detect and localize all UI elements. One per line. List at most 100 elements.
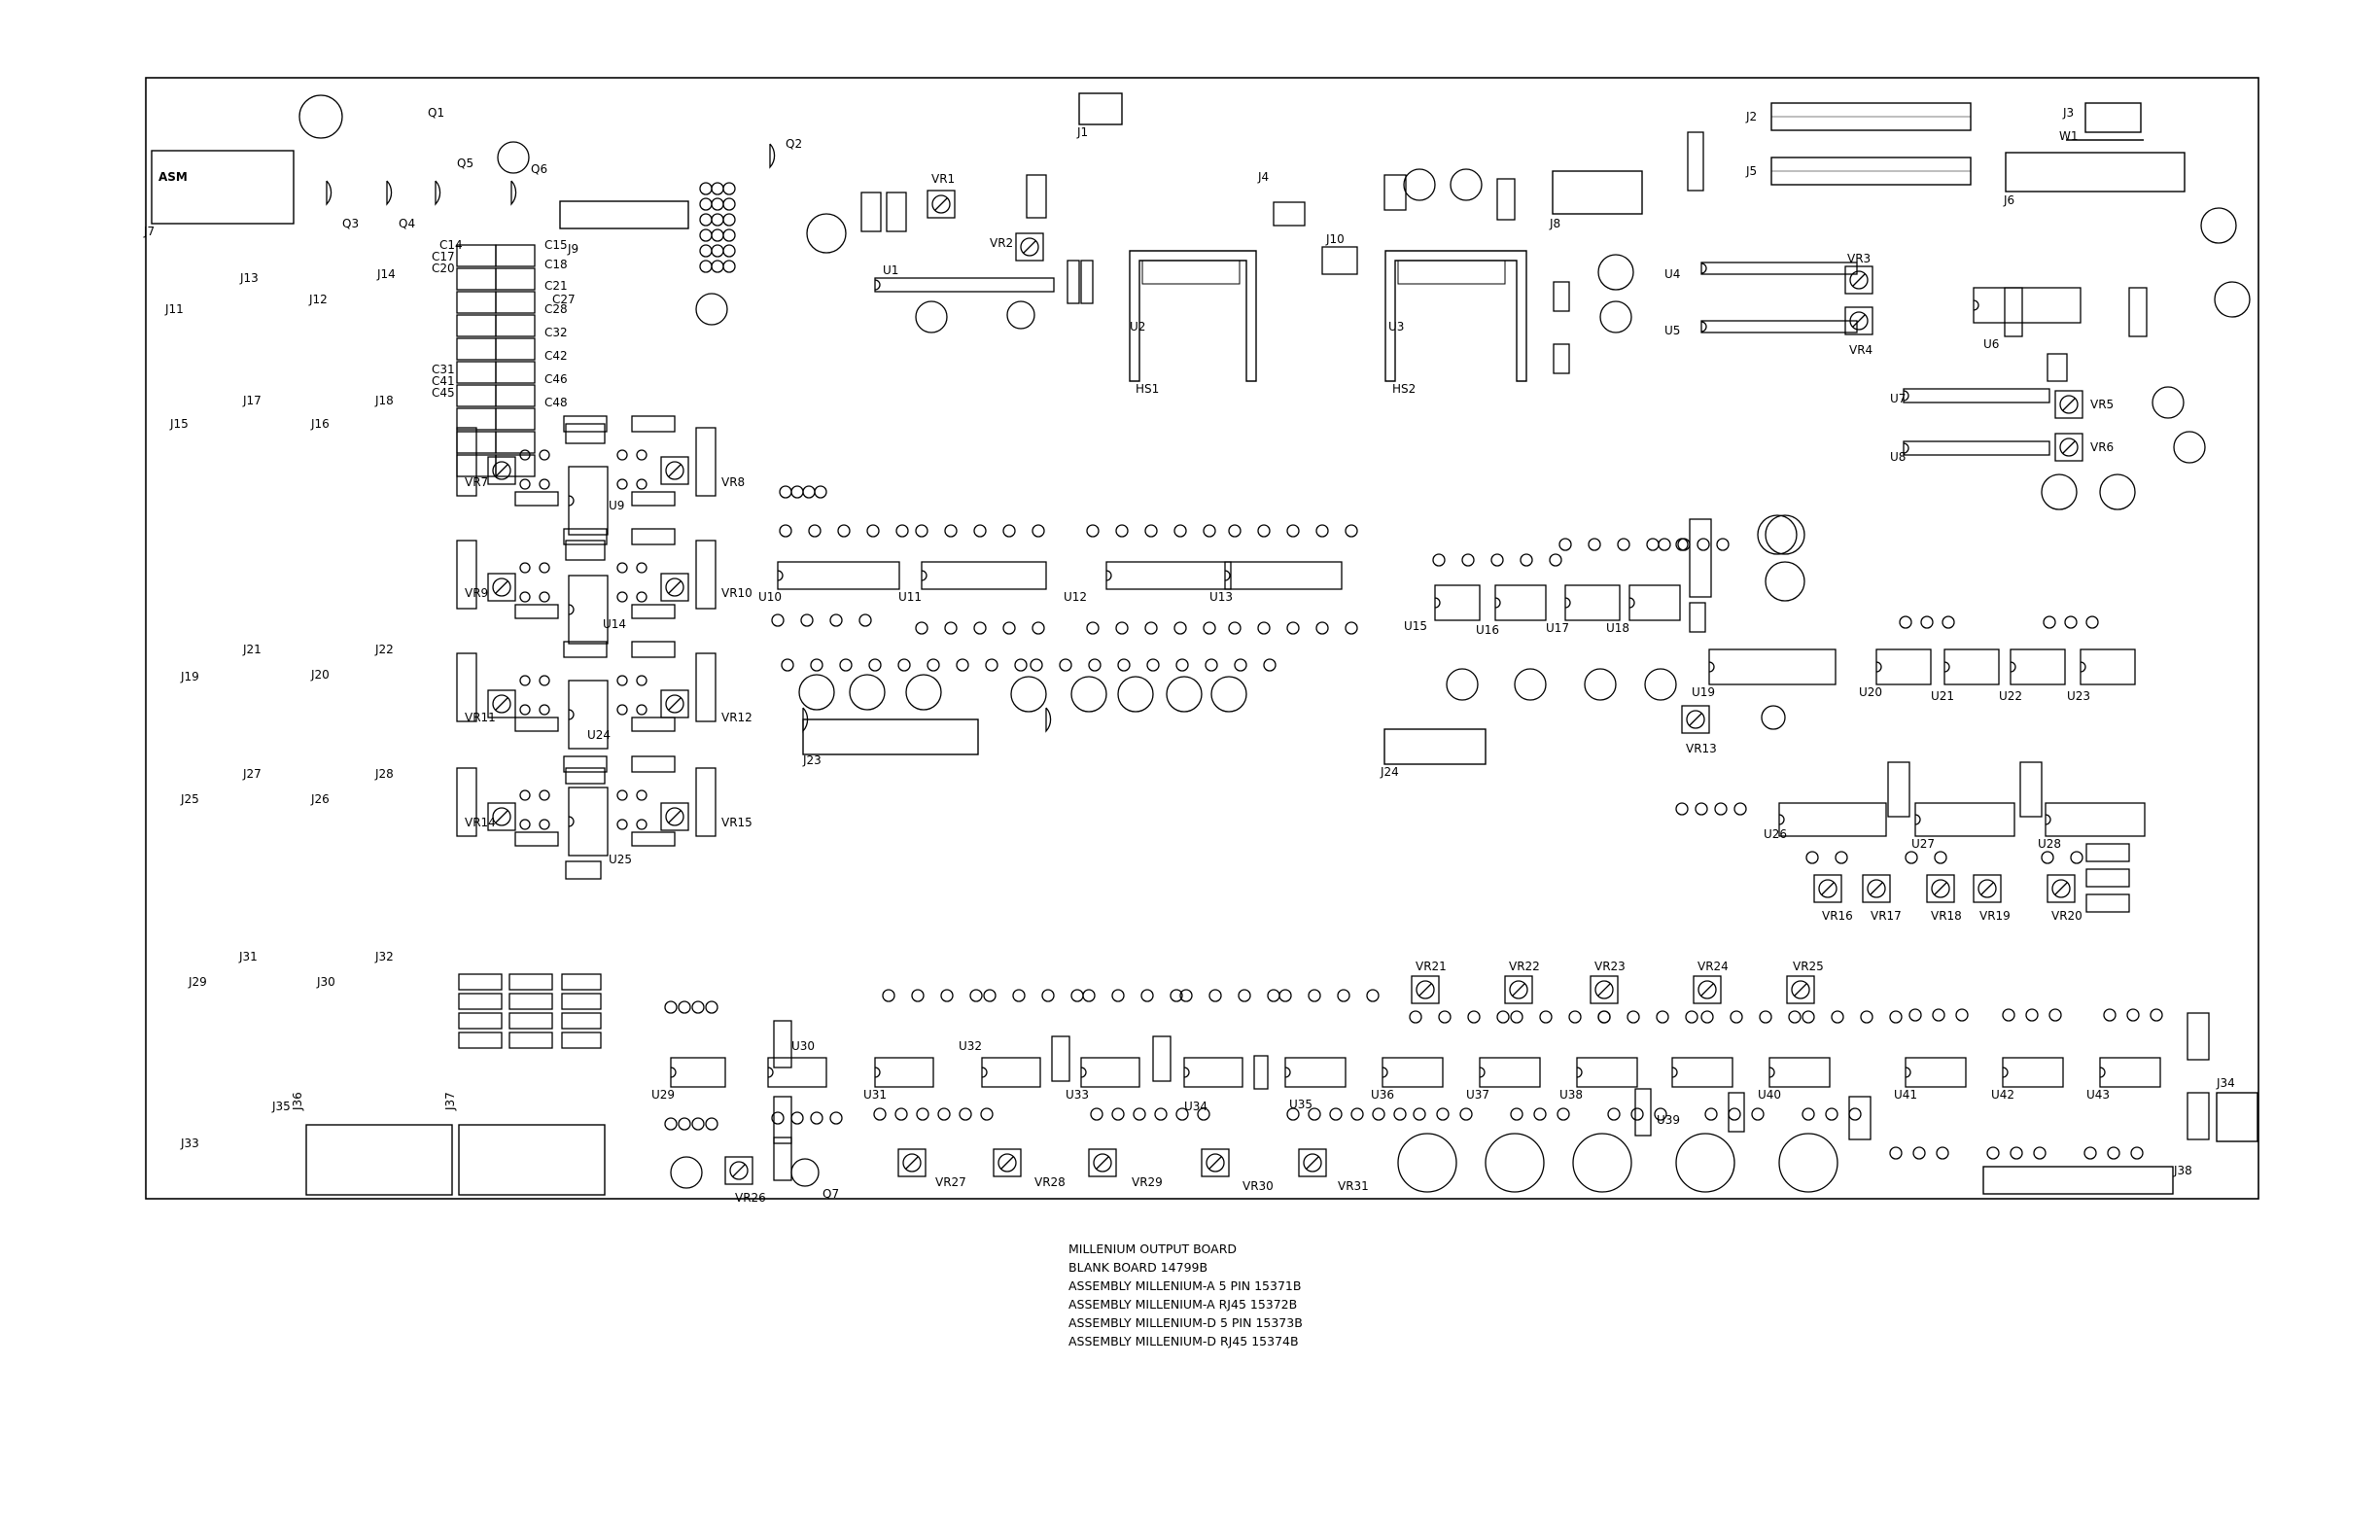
circle-pad xyxy=(1059,658,1072,672)
designator-label: J4 xyxy=(1257,170,1269,184)
circle-pad xyxy=(636,819,648,830)
designator-label: VR21 xyxy=(1416,960,1447,973)
designator-label: VR18 xyxy=(1931,909,1962,923)
designator-label: C18 xyxy=(544,258,568,271)
designator-label: VR31 xyxy=(1338,1179,1369,1193)
header-j1 xyxy=(1078,92,1123,125)
designator-label: U33 xyxy=(1066,1088,1089,1102)
component-outline xyxy=(2085,893,2130,913)
silkscreen-line xyxy=(668,580,682,594)
ic-notch xyxy=(1943,661,1950,673)
component-outline xyxy=(568,466,609,536)
circle-pad xyxy=(1644,668,1677,701)
transistor-body xyxy=(326,180,332,206)
ic-notch xyxy=(777,570,784,581)
designator-label: U6 xyxy=(1983,337,1999,351)
component-outline xyxy=(1778,802,1887,837)
circle-pad xyxy=(1467,1010,1481,1024)
circle-pad xyxy=(1086,621,1100,635)
circle-pad xyxy=(849,674,886,711)
circle-pad xyxy=(1905,851,1918,864)
title-line: ASSEMBLY MILLENIUM-D RJ45 15374B xyxy=(1068,1334,1299,1348)
component-outline xyxy=(1152,1035,1172,1082)
designator-label: W1 xyxy=(2059,129,2079,143)
component-outline xyxy=(1628,584,1681,621)
designator-label: J26 xyxy=(310,792,330,806)
component-outline xyxy=(1576,1057,1638,1088)
circle-pad xyxy=(1558,538,1572,551)
circle-pad xyxy=(1446,668,1479,701)
transistor-body xyxy=(510,180,517,206)
circle-pad xyxy=(973,524,987,538)
designator-label: VR30 xyxy=(1242,1179,1274,1193)
silkscreen-line xyxy=(495,580,508,594)
component-outline xyxy=(773,1020,792,1068)
ic-notch xyxy=(1382,1067,1388,1078)
circle-pad xyxy=(829,613,843,627)
circle-pad xyxy=(664,1000,678,1014)
component-outline xyxy=(631,641,676,658)
circle-pad xyxy=(1438,1010,1452,1024)
component-outline xyxy=(568,787,609,857)
designator-label: J33 xyxy=(180,1137,199,1150)
component-outline xyxy=(1848,1096,1872,1140)
designator-label: VR8 xyxy=(721,475,745,489)
component-outline xyxy=(897,1148,927,1177)
circle-pad xyxy=(1514,668,1547,701)
circle-pad xyxy=(1090,1107,1103,1121)
circle-pad xyxy=(2033,1146,2047,1160)
circle-pad xyxy=(1403,168,1436,201)
designator-label: VR17 xyxy=(1871,909,1902,923)
circle-pad xyxy=(664,1117,678,1131)
circle-pad xyxy=(771,1111,785,1125)
designator-label: U43 xyxy=(2086,1088,2110,1102)
circle-pad xyxy=(636,562,648,574)
component-outline xyxy=(1875,648,1932,685)
title-line: MILLENIUM OUTPUT BOARD xyxy=(1068,1242,1237,1256)
circle-pad xyxy=(497,141,530,174)
designator-label: U21 xyxy=(1931,689,1954,703)
component-outline xyxy=(2045,802,2146,837)
ic-notch xyxy=(1080,1067,1087,1078)
title-line: BLANK BOARD 14799B xyxy=(1068,1260,1208,1275)
circle-pad xyxy=(1436,1107,1450,1121)
designator-label: U40 xyxy=(1758,1088,1781,1102)
circle-pad xyxy=(868,658,882,672)
component-outline xyxy=(456,427,477,497)
circle-pad xyxy=(1409,1010,1422,1024)
circle-pad xyxy=(916,1107,929,1121)
designator-label: VR14 xyxy=(465,816,496,829)
header-j6 xyxy=(2005,152,2186,192)
header-j9 xyxy=(559,200,689,229)
circle-pad xyxy=(1032,524,1045,538)
designator-label: J2 xyxy=(1745,110,1757,123)
designator-label: J12 xyxy=(308,293,328,306)
circle-pad xyxy=(1179,989,1193,1002)
title-block: MILLENIUM OUTPUT BOARD BLANK BOARD 14799… xyxy=(1068,1240,1418,1350)
component-outline xyxy=(1862,874,1891,903)
ic-notch xyxy=(1875,661,1882,673)
component-outline xyxy=(1687,131,1704,192)
designator-label: C32 xyxy=(544,326,568,339)
ic-notch xyxy=(1700,262,1707,274)
component-outline xyxy=(495,267,536,291)
circle-pad xyxy=(1920,615,1934,629)
component-outline xyxy=(508,973,553,991)
circle-pad xyxy=(1617,538,1630,551)
circle-pad xyxy=(2070,851,2083,864)
designator-label: U20 xyxy=(1859,685,1882,699)
component-outline xyxy=(508,1032,553,1049)
silkscreen-line xyxy=(2062,440,2076,454)
header-j34 xyxy=(2216,1092,2258,1142)
component-outline xyxy=(565,767,606,785)
circle-pad xyxy=(839,658,853,672)
circle-pad xyxy=(2099,473,2136,510)
component-outline xyxy=(1026,174,1047,219)
circle-pad xyxy=(616,449,628,461)
circle-pad xyxy=(616,675,628,686)
circle-pad xyxy=(1496,1010,1510,1024)
circle-pad xyxy=(1070,989,1084,1002)
circle-pad xyxy=(1646,538,1660,551)
header-j38 xyxy=(1982,1166,2174,1195)
circle-pad xyxy=(539,562,550,574)
